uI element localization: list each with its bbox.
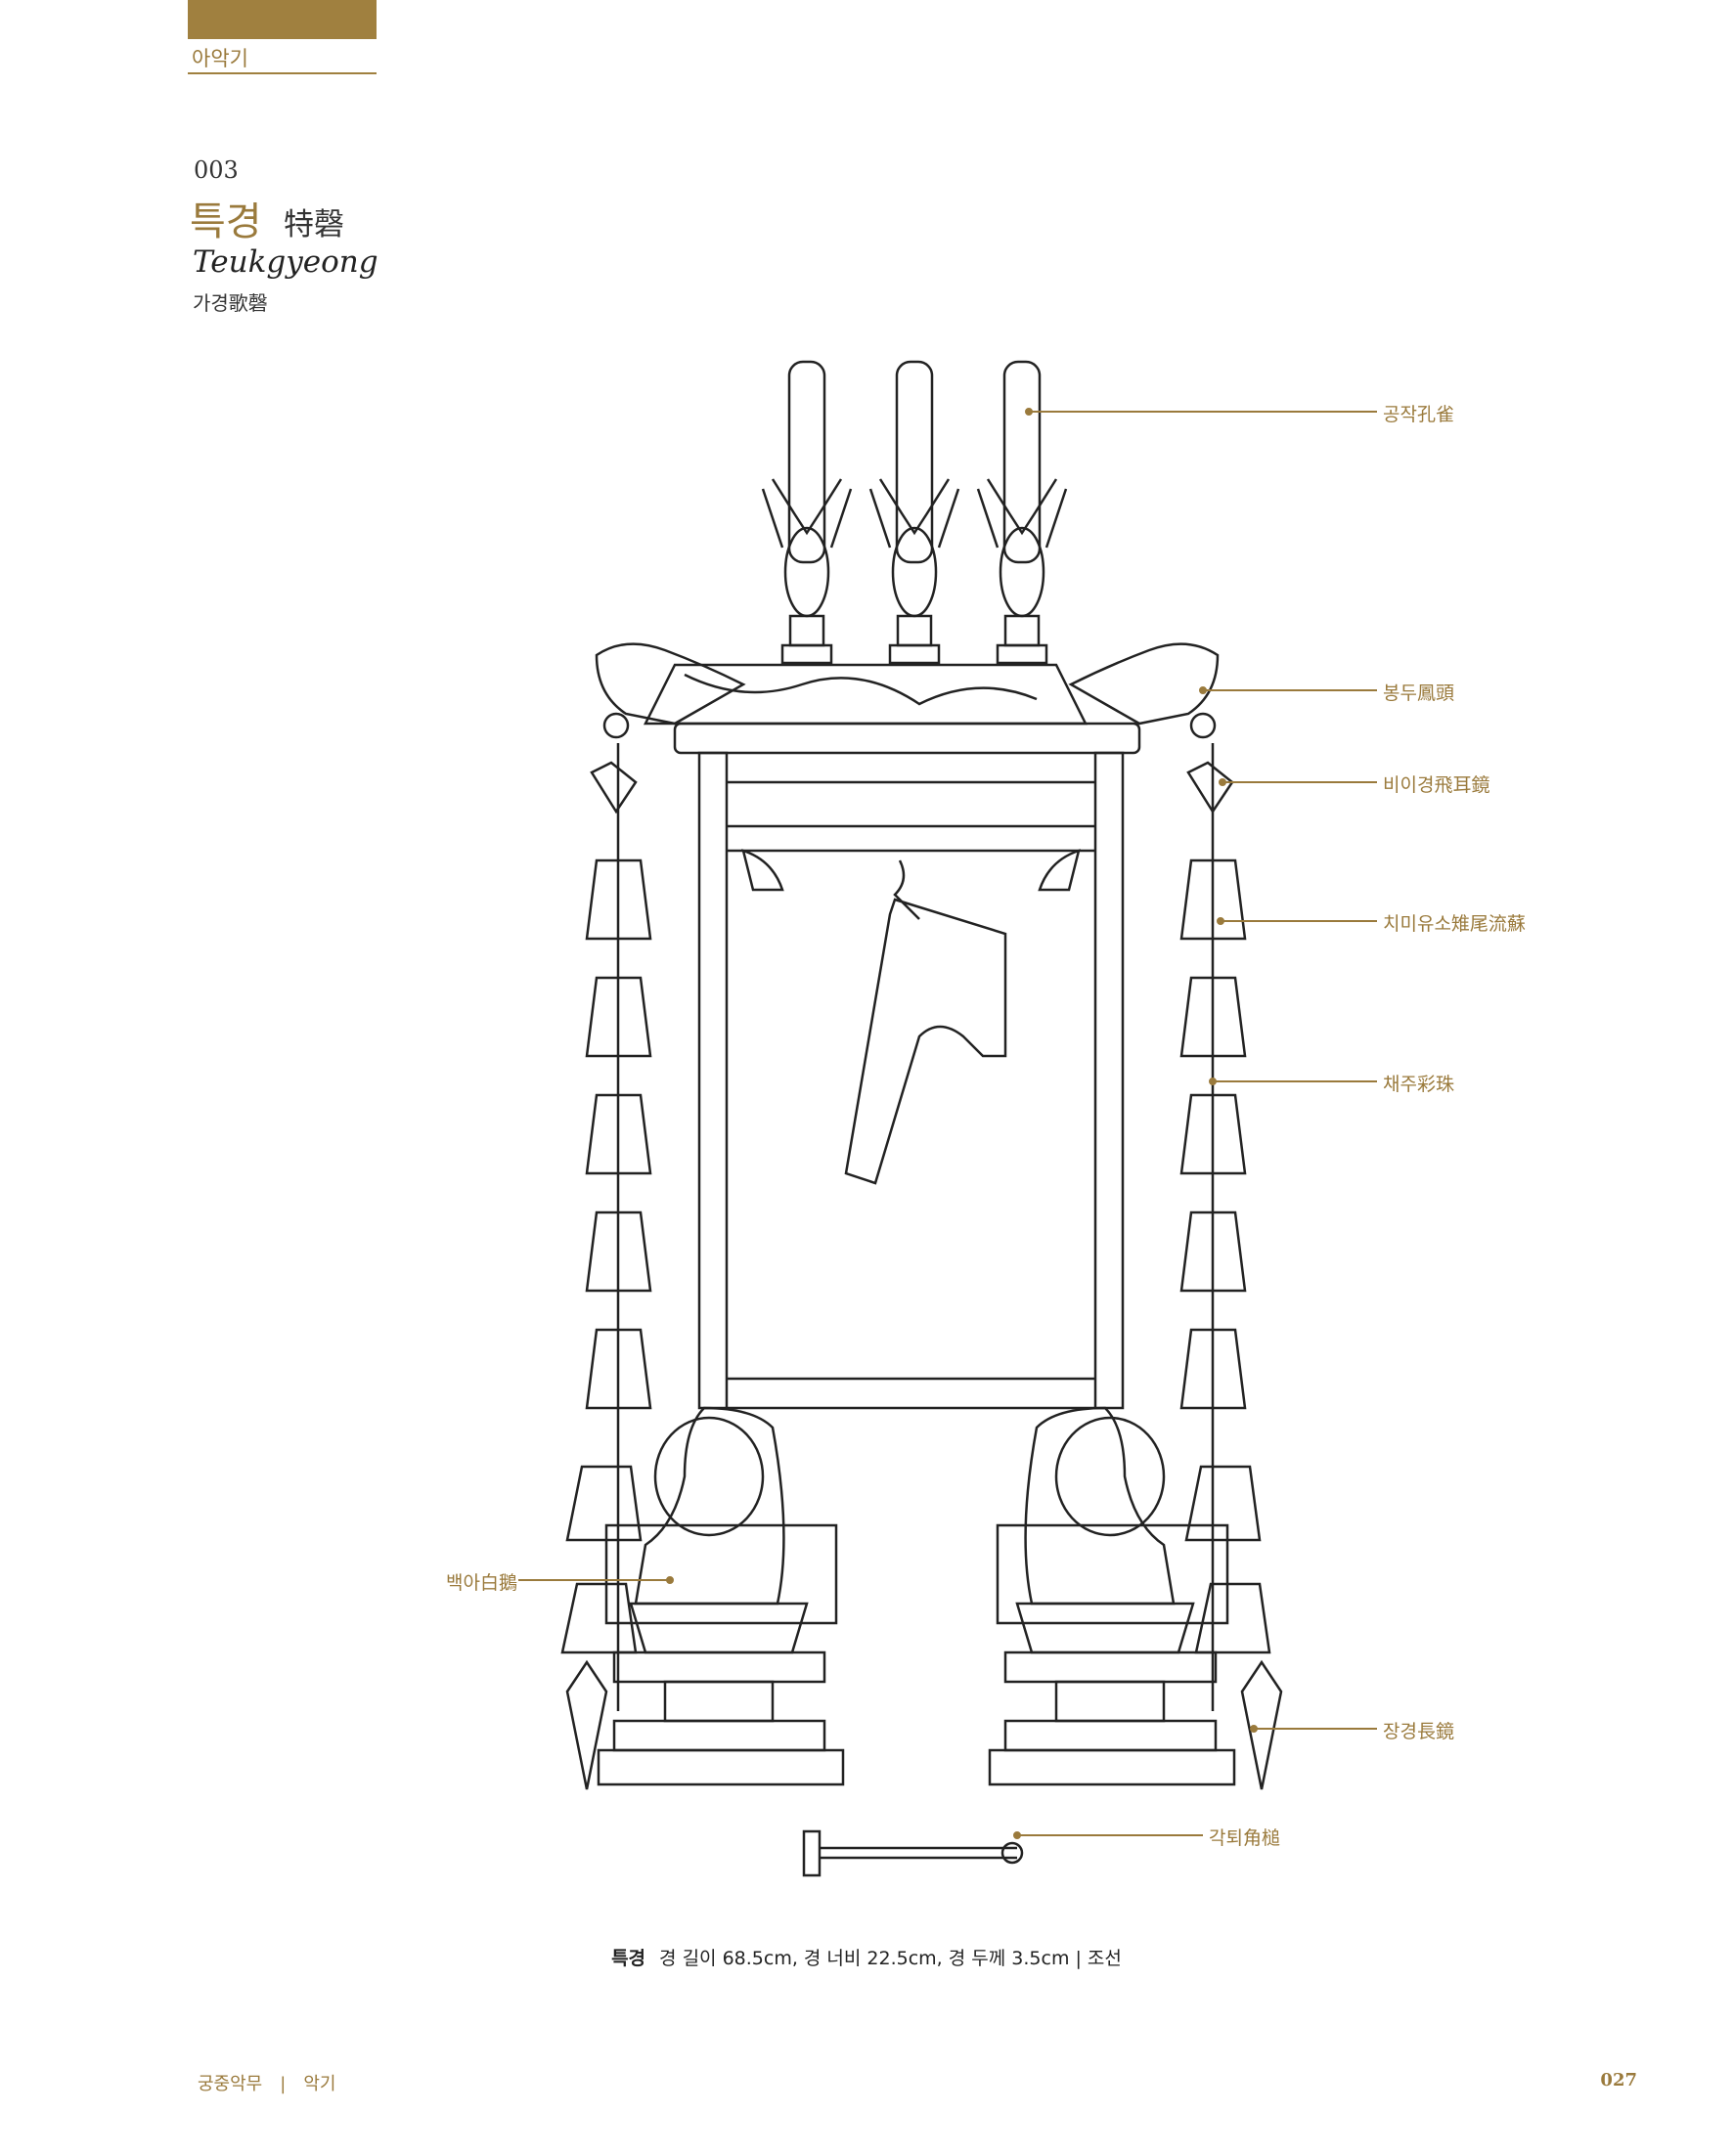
callout-leaders xyxy=(518,408,1377,1839)
footer-separator: | xyxy=(280,2074,287,2094)
label-long-mirror: 장경長鏡 xyxy=(1383,1721,1454,1742)
label-colored-bead: 채주彩珠 xyxy=(1383,1074,1454,1095)
title-romanized: Teukgyeong xyxy=(193,244,378,280)
figure-caption: 특경 경 길이 68.5cm, 경 너비 22.5cm, 경 두께 3.5cm |… xyxy=(0,1944,1733,1970)
stand-frame xyxy=(697,751,1125,1410)
label-white-goose: 백아白鵝 xyxy=(446,1572,517,1594)
label-pheasant-tassel: 치미유소雉尾流蘇 xyxy=(1383,913,1526,935)
tassel-right xyxy=(1179,743,1283,1790)
footer-section: 궁중악무 | 악기 xyxy=(198,2070,335,2095)
title-korean: 특경 xyxy=(190,199,262,244)
label-horn-mallet: 각퇴角槌 xyxy=(1209,1827,1280,1849)
category-bar xyxy=(188,0,377,39)
horn-mallet xyxy=(802,1829,1024,1877)
tassel-left xyxy=(560,743,652,1790)
page-number: 027 xyxy=(1600,2070,1637,2090)
label-flying-ear-mirror: 비이경飛耳鏡 xyxy=(1383,774,1490,796)
alternate-name: 가경歌磬 xyxy=(193,291,268,315)
carved-crossbeam xyxy=(595,642,1220,755)
footer-subsection: 악기 xyxy=(303,2074,336,2094)
goose-base-left xyxy=(597,1406,845,1786)
caption-text: 경 길이 68.5cm, 경 너비 22.5cm, 경 두께 3.5cm | 조… xyxy=(659,1948,1122,1969)
category-rule xyxy=(188,72,377,74)
footer-section-title: 궁중악무 xyxy=(198,2074,263,2094)
goose-base-right xyxy=(988,1406,1236,1786)
label-phoenix-head: 봉두鳳頭 xyxy=(1383,682,1454,704)
caption-title: 특경 xyxy=(611,1948,646,1969)
label-peacock: 공작孔雀 xyxy=(1383,404,1454,425)
stone-chime xyxy=(844,859,1007,1185)
category-label: 아악기 xyxy=(192,47,248,70)
entry-number: 003 xyxy=(194,156,239,184)
title-hanja: 特磬 xyxy=(284,207,344,242)
peacock-figures xyxy=(761,360,1068,665)
